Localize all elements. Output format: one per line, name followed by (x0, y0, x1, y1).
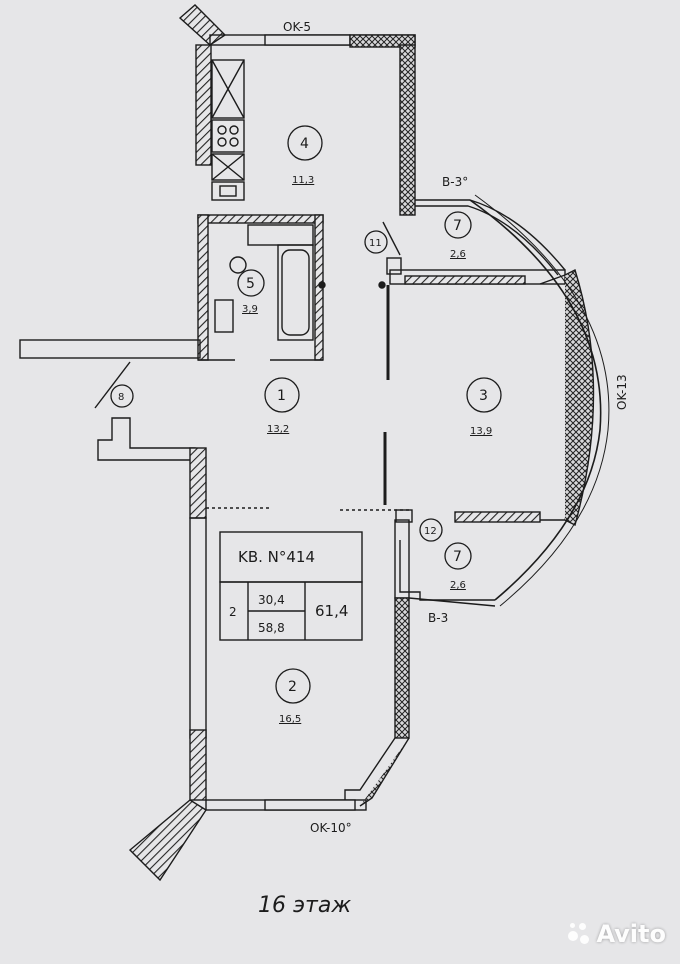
room-3-number: 3 (479, 388, 488, 404)
apartment-total-area: 61,4 (315, 602, 348, 620)
avito-logo-icon (568, 923, 590, 945)
room-2-number: 2 (288, 679, 297, 695)
watermark-text: Avito (596, 920, 666, 948)
marker-11: 11 (369, 238, 382, 249)
apartment-living-area: 30,4 (258, 593, 285, 607)
apartment-total-no-balcony: 58,8 (258, 621, 285, 635)
room-markers (110, 125, 502, 704)
apartment-rooms-count: 2 (229, 605, 237, 619)
room-1-number: 1 (277, 388, 286, 404)
window-label-ok10: OK-10° (310, 821, 352, 835)
room-4-number: 4 (300, 136, 309, 152)
balcony-top-number: 7 (453, 218, 462, 234)
room-1-area: 13,2 (267, 424, 289, 435)
floor-label: 16 этаж (258, 893, 351, 918)
balcony-label-b3-top: B-3° (442, 175, 468, 189)
balcony-top-area: 2,6 (450, 249, 466, 260)
apartment-title: KB. N°414 (238, 548, 315, 566)
balcony-label-b3-bottom: B-3 (428, 611, 448, 625)
balcony-bottom-area: 2,6 (450, 580, 466, 591)
marker-8: 8 (118, 392, 124, 403)
marker-12: 12 (424, 526, 437, 537)
watermark: Avito (568, 920, 666, 948)
room-3-area: 13,9 (470, 426, 492, 437)
room-5-number: 5 (246, 276, 255, 292)
walls (19, 4, 610, 882)
room-5-area: 3,9 (242, 304, 258, 315)
room-4-area: 11,3 (292, 175, 314, 186)
window-label-ok13: OK-13 (615, 374, 629, 410)
balcony-bottom-number: 7 (453, 549, 462, 565)
room-2-area: 16,5 (279, 714, 301, 725)
window-label-ok5: OK-5 (283, 20, 311, 34)
